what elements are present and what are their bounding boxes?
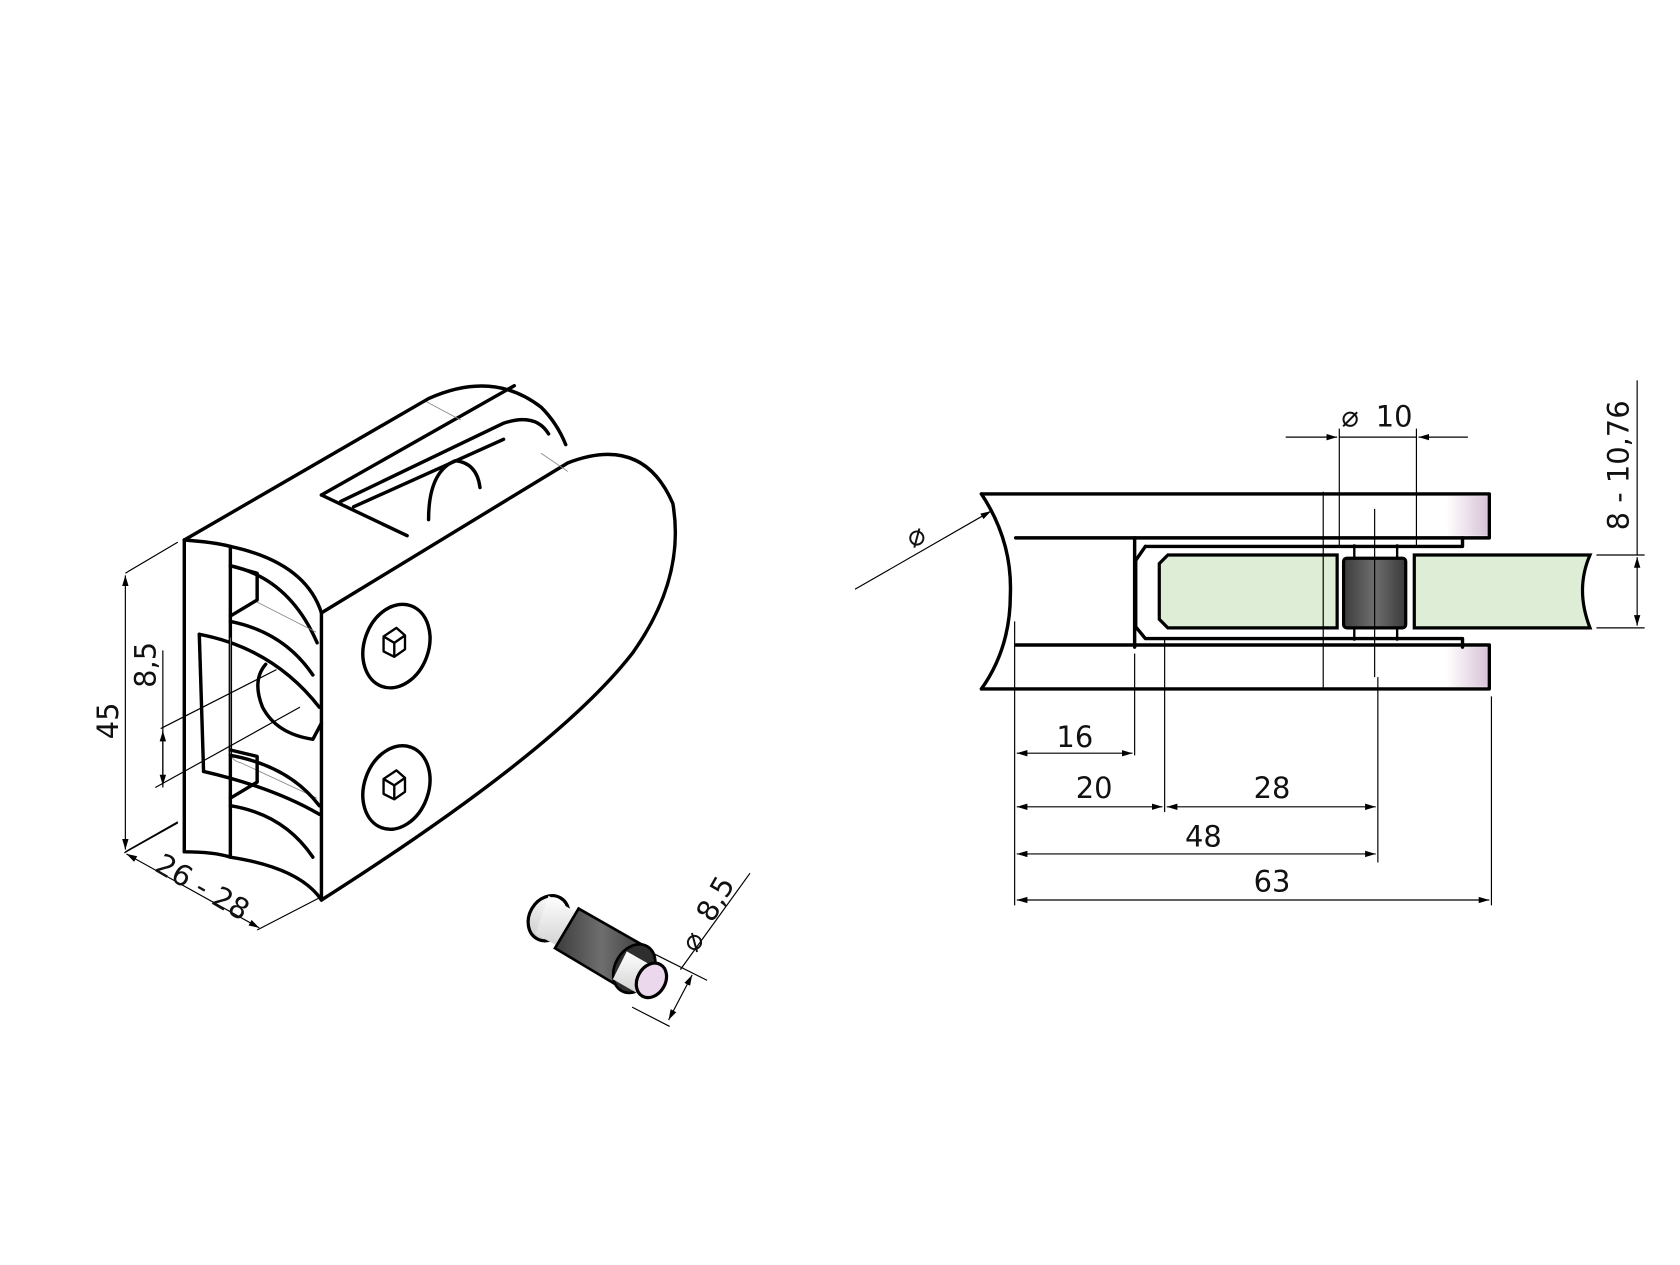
dim-label-45: 45 [91, 702, 125, 739]
pin-dia-label: 8,5 [689, 870, 741, 927]
dim-label-20: 20 [1076, 771, 1113, 805]
dim-label-48: 48 [1185, 819, 1222, 853]
pipe-dia-symbol: ⌀ [899, 516, 931, 554]
dimension-glass-thickness: 8 - 10,76 [1596, 380, 1645, 629]
dim-label-63: 63 [1254, 864, 1291, 898]
section-view: ⌀ ⌀ 10 8 - 10,76 16 20 28 [854, 380, 1645, 906]
dim-label-8-5: 8,5 [128, 642, 162, 688]
screw-head-bottom [361, 744, 432, 831]
pin-dia-symbol: ⌀ [673, 925, 711, 957]
dimension-glass-26-28: 26 - 28 [123, 822, 320, 931]
pin-dia-symbol-10: ⌀ [1341, 399, 1358, 433]
glass-thickness-label: 8 - 10,76 [1602, 400, 1636, 530]
screw-head-top [361, 602, 432, 690]
isometric-clamp-view: 45 8,5 26 - 28 [91, 384, 677, 931]
dimension-hole-8-5: 8,5 [128, 642, 167, 788]
pin-dia-label-10: 10 [1376, 399, 1413, 433]
pin-view: ⌀ 8,5 [526, 870, 751, 1027]
dimension-pin-dia-10: ⌀ 10 [1285, 399, 1468, 441]
dim-label-28: 28 [1254, 771, 1291, 805]
dimension-pipe-dia: ⌀ [854, 510, 992, 590]
dimension-height-45: 45 [91, 541, 179, 853]
dim-label-16: 16 [1056, 720, 1093, 754]
